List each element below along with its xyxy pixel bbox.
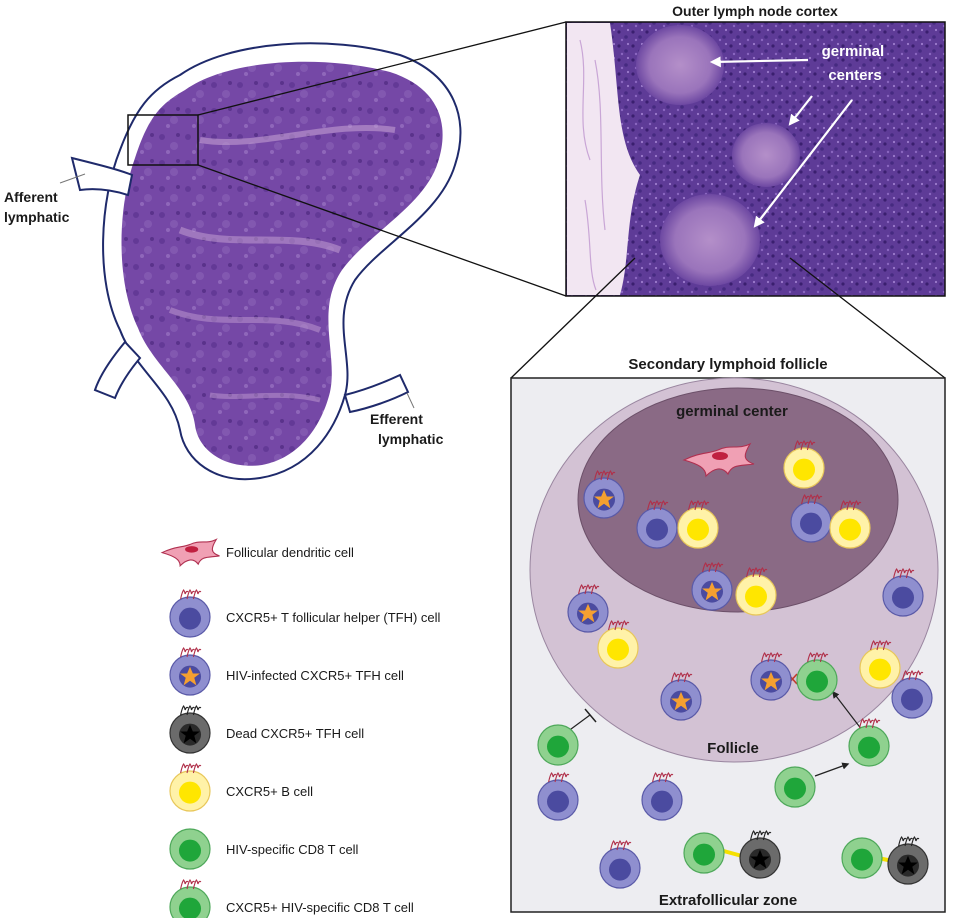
- gc-arrow-3: [753, 99, 853, 228]
- legend-item-fdc: Follicular dendritic cell: [160, 538, 354, 568]
- follicle-cell-tfh-15: [891, 670, 933, 719]
- cells-layer: [537, 440, 933, 889]
- legend-item-cd8: HIV-specific CD8 T cell: [169, 828, 359, 870]
- legend-swatch-fdc: [160, 538, 220, 568]
- follicle-cell-tfh-20: [641, 772, 683, 821]
- efferent-leader-line: [406, 392, 415, 409]
- follicle-cell-tfh-19: [537, 772, 579, 821]
- follicle-cell-bcell-14: [859, 640, 901, 689]
- legend-label-fdc: Follicular dendritic cell: [226, 545, 354, 560]
- follicle-cell-bcell-0: [783, 440, 825, 489]
- legend-label-tfh: CXCR5+ T follicular helper (TFH) cell: [226, 610, 441, 625]
- follicle-label: Follicle: [707, 740, 759, 757]
- legend-item-tfh_dead: Dead CXCR5+ TFH cell: [169, 705, 364, 754]
- follicle-cell-tfh_infected-1: [583, 470, 625, 519]
- legend-item-tfh_infected: HIV-infected CXCR5+ TFH cell: [169, 647, 404, 696]
- cortex-title: Outer lymph node cortex: [672, 3, 838, 19]
- legend-swatch-tfh_infected: [169, 647, 211, 696]
- follicle-cell-tfh_infected-9: [567, 584, 609, 633]
- follicle-cell-tfh_infected-6: [691, 562, 733, 611]
- zoom-line-follicle-left: [510, 257, 636, 379]
- lymph-node-section: [59, 21, 567, 481]
- follicle-cell-tfh_dead-22: [739, 830, 781, 879]
- follicle-cell-cd8_cxcr5-13: [796, 652, 838, 701]
- gc-arrow-1: [709, 56, 809, 68]
- legend-swatch-cd8_cxcr5: [169, 879, 211, 918]
- legend-label-tfh_dead: Dead CXCR5+ TFH cell: [226, 726, 364, 741]
- legend-item-bcell: CXCR5+ B cell: [169, 763, 313, 812]
- follicle-panel-title: Secondary lymphoid follicle: [628, 356, 827, 373]
- afferent-label: Afferent lymphatic: [4, 189, 70, 225]
- zoom-line-follicle-right: [789, 257, 946, 379]
- legend-item-cd8_cxcr5: CXCR5+ HIV-specific CD8 T cell: [169, 879, 414, 918]
- afferent-leader-line: [59, 173, 86, 184]
- zoom-line-bottom: [197, 164, 567, 297]
- zoom-box: [127, 114, 199, 166]
- germinal-centers-label: germinal centers: [822, 43, 889, 84]
- germinal-center-label: germinal center: [676, 403, 788, 420]
- legend-label-bcell: CXCR5+ B cell: [226, 784, 313, 799]
- cortex-micrograph: [565, 21, 946, 297]
- legend-swatch-cd8: [169, 828, 211, 870]
- germinal-center-c: [660, 194, 760, 286]
- follicle-cell-bcell-7: [735, 567, 777, 616]
- follicle-cell-bcell-5: [829, 500, 871, 549]
- lymph-node-capsule: [102, 42, 462, 481]
- follicle-cell-cd8-21: [683, 832, 725, 874]
- follicle-cell-tfh_dead-24: [887, 836, 929, 885]
- efferent-label: Efferent lymphatic: [370, 411, 444, 447]
- follicle-cell-cd8-18: [774, 766, 816, 808]
- legend-swatch-tfh: [169, 589, 211, 638]
- efferent-lymphatic-vessel-right: [343, 373, 410, 414]
- inhibition-bar: [584, 708, 597, 723]
- legend-label-tfh_infected: HIV-infected CXCR5+ TFH cell: [226, 668, 404, 683]
- legend-swatch-bcell: [169, 763, 211, 812]
- follicle-cell-tfh_infected-11: [660, 672, 702, 721]
- germinal-center-a: [636, 25, 724, 105]
- germinal-center-b: [732, 123, 800, 187]
- follicle-cell-tfh_infected-12: [750, 652, 792, 701]
- follicle-cell-cd8-23: [841, 837, 883, 879]
- gc-arrow-2: [788, 95, 813, 126]
- follicle-cell-tfh-4: [790, 494, 832, 543]
- afferent-lymphatic-vessel: [70, 156, 134, 197]
- follicle-cell-cd8-16: [537, 724, 579, 766]
- germinal-center-region: [577, 387, 899, 613]
- follicle-cell-tfh-2: [636, 500, 678, 549]
- migration-arrow-1: [814, 762, 850, 777]
- zoom-line-top: [197, 21, 567, 116]
- legend-label-cd8_cxcr5: CXCR5+ HIV-specific CD8 T cell: [226, 900, 414, 915]
- follicle-cell-bcell-10: [597, 620, 639, 669]
- legend-item-tfh: CXCR5+ T follicular helper (TFH) cell: [169, 589, 441, 638]
- follicle-cell-tfh-25: [599, 840, 641, 889]
- legend-label-cd8: HIV-specific CD8 T cell: [226, 842, 359, 857]
- fdc-cell: [682, 442, 755, 478]
- efferent-lymphatic-vessel: [93, 340, 142, 400]
- extrafollicular-label: Extrafollicular zone: [659, 892, 797, 909]
- follicle-cell-bcell-3: [677, 500, 719, 549]
- legend-swatch-tfh_dead: [169, 705, 211, 754]
- follicle-cell-tfh-8: [882, 568, 924, 617]
- follicle-cell-cd8_cxcr5-17: [848, 718, 890, 767]
- follicle-panel: [510, 377, 946, 913]
- migration-arrow-2: [832, 690, 863, 731]
- lymph-node-tissue: [121, 61, 443, 466]
